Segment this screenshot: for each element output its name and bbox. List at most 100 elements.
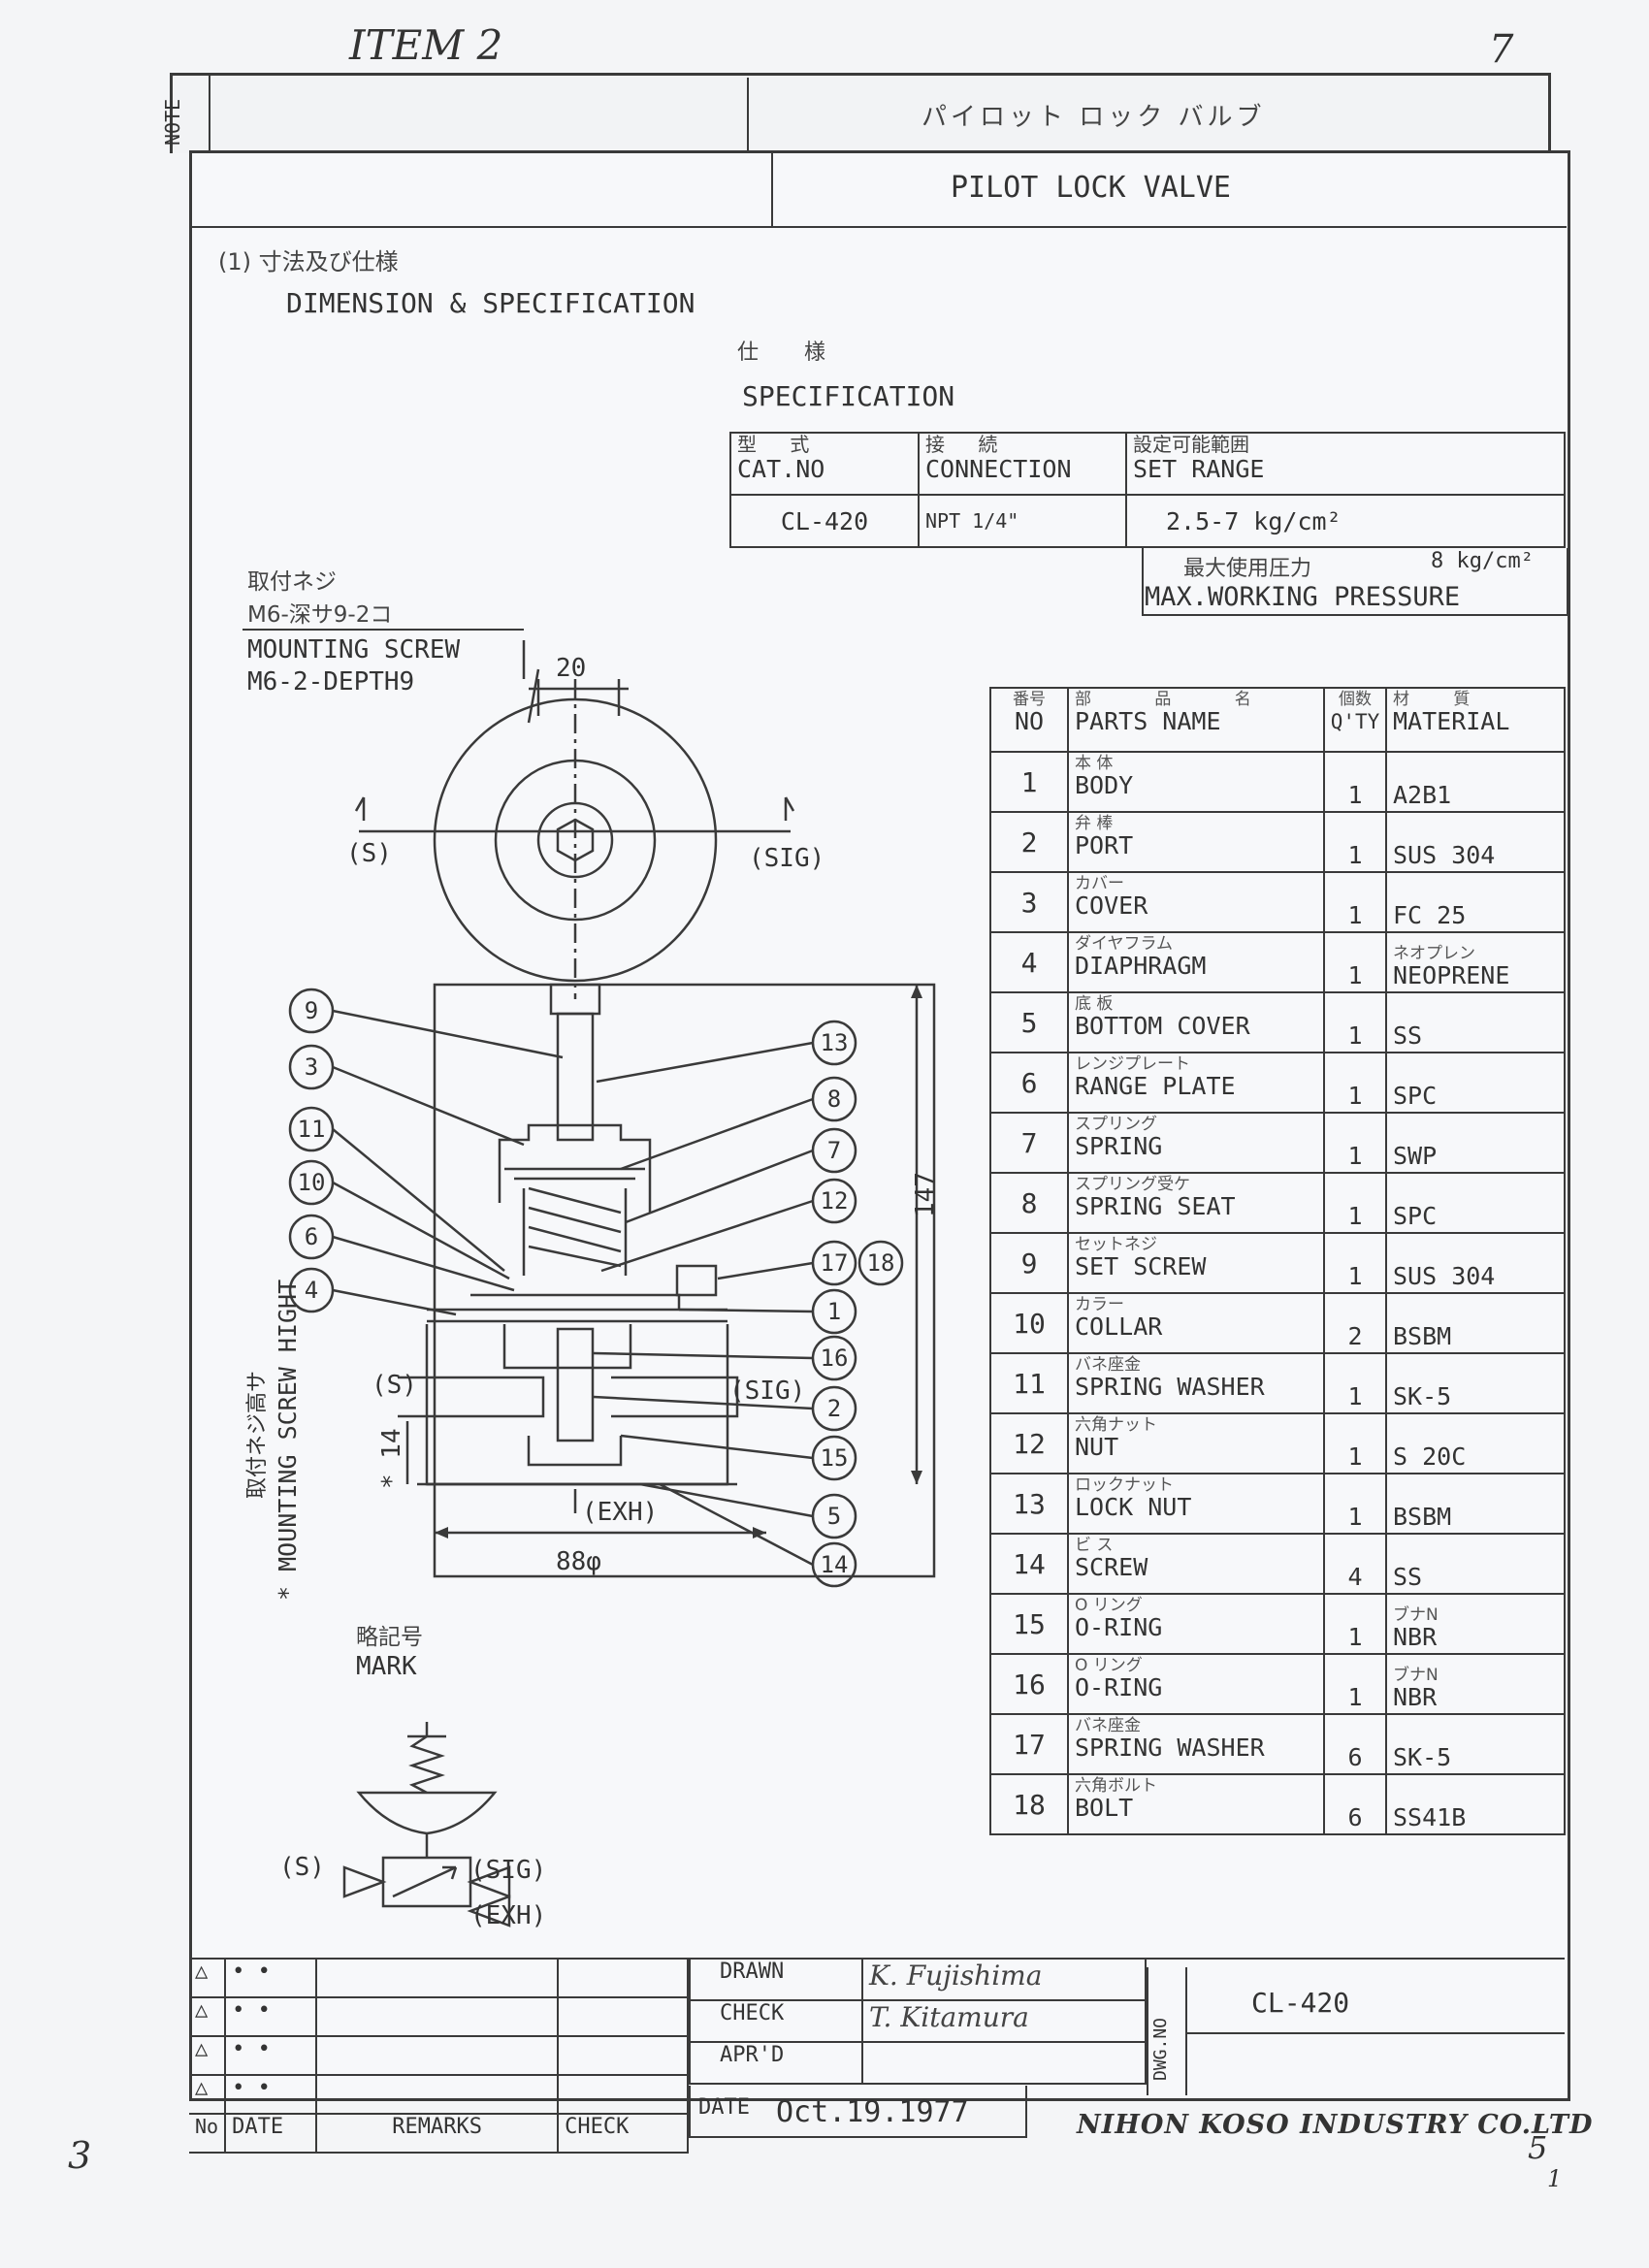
part-material-cell: SPC bbox=[1385, 1172, 1566, 1234]
part-no: 11 bbox=[989, 1352, 1069, 1414]
part-material: NBR bbox=[1393, 1683, 1438, 1711]
rev-remarks bbox=[315, 1996, 560, 2037]
rev-remarks bbox=[315, 2074, 560, 2115]
company-name: NIHON KOSO INDUSTRY CO.LTD bbox=[1077, 2110, 1594, 2140]
part-name-jp: カバー bbox=[1075, 874, 1124, 893]
date-label: DATE bbox=[698, 2095, 750, 2120]
part-qty: 4 bbox=[1323, 1533, 1387, 1595]
part-material: SK-5 bbox=[1393, 1382, 1452, 1410]
rev-check bbox=[557, 1996, 689, 2037]
part-name: SET SCREW bbox=[1075, 1252, 1207, 1280]
part-name-jp: ダイヤフラム bbox=[1075, 934, 1173, 954]
part-name-jp: 底 板 bbox=[1075, 994, 1114, 1014]
part-material: FC 25 bbox=[1393, 901, 1467, 929]
part-name: SPRING WASHER bbox=[1075, 1733, 1265, 1762]
part-qty: 1 bbox=[1323, 871, 1387, 933]
part-qty: 1 bbox=[1323, 991, 1387, 1053]
part-name-jp: スプリング bbox=[1075, 1115, 1157, 1134]
spec-header-set-range: 設定可能範囲 SET RANGE bbox=[1125, 432, 1566, 496]
spec-set-range-value: 2.5-7 kg/cm² bbox=[1125, 494, 1566, 548]
spec-header-connection-en: CONNECTION bbox=[925, 455, 1072, 483]
part-qty: 1 bbox=[1323, 931, 1387, 993]
part-material: NBR bbox=[1393, 1623, 1438, 1651]
spec-header-catno-jp: 型 式 bbox=[737, 433, 824, 456]
rev-col-check: CHECK bbox=[557, 2113, 689, 2154]
part-material-cell: SUS 304 bbox=[1385, 1232, 1566, 1294]
part-name: O-RING bbox=[1075, 1613, 1163, 1641]
part-no: 16 bbox=[989, 1653, 1069, 1715]
part-name: COVER bbox=[1075, 891, 1148, 920]
part-name: SCREW bbox=[1075, 1553, 1148, 1581]
part-name: SPRING SEAT bbox=[1075, 1192, 1236, 1220]
part-qty: 1 bbox=[1323, 1352, 1387, 1414]
drawn-signature-cell: K. Fujishima bbox=[861, 1958, 1147, 2001]
revision-row: △• • bbox=[189, 1958, 689, 1998]
parts-header-name-jp: 部 品 名 bbox=[1075, 690, 1280, 709]
revision-row: △• • bbox=[189, 2035, 689, 2076]
drawn-signature: K. Fujishima bbox=[869, 1960, 1043, 1992]
part-qty: 1 bbox=[1323, 1412, 1387, 1474]
part-no: 3 bbox=[989, 871, 1069, 933]
max-pressure-jp: 最大使用圧力 bbox=[1183, 557, 1312, 581]
part-material-cell: A2B1 bbox=[1385, 751, 1566, 813]
part-material-cell: BSBM bbox=[1385, 1292, 1566, 1354]
part-name: SPRING bbox=[1075, 1132, 1163, 1160]
part-name-jp: 六角ナット bbox=[1075, 1415, 1157, 1435]
part-qty: 1 bbox=[1323, 1172, 1387, 1234]
part-name: BOTTOM COVER bbox=[1075, 1012, 1250, 1040]
part-material: A2B1 bbox=[1393, 781, 1452, 809]
part-material-cell: S 20C bbox=[1385, 1412, 1566, 1474]
part-no: 2 bbox=[989, 811, 1069, 873]
mark-port-exh: (EXH) bbox=[470, 1901, 547, 1930]
spec-header-catno-en: CAT.NO bbox=[737, 455, 825, 483]
part-material-cell: FC 25 bbox=[1385, 871, 1566, 933]
part-material-cell: SUS 304 bbox=[1385, 811, 1566, 873]
dwg-no-label-box bbox=[1147, 1967, 1187, 2095]
rev-mark: △ bbox=[189, 2074, 227, 2115]
drawn-label: DRAWN bbox=[689, 1958, 863, 2001]
revision-row: △• • bbox=[189, 2074, 689, 2115]
part-no: 8 bbox=[989, 1172, 1069, 1234]
dwg-no-divider bbox=[1185, 2032, 1565, 2034]
back-sheet-header bbox=[170, 73, 1551, 153]
rev-date: • • bbox=[224, 2074, 318, 2115]
rev-mark: △ bbox=[189, 1996, 227, 2037]
part-qty: 6 bbox=[1323, 1773, 1387, 1835]
part-name: O-RING bbox=[1075, 1673, 1163, 1701]
part-no: 18 bbox=[989, 1773, 1069, 1835]
section-heading: DIMENSION & SPECIFICATION bbox=[286, 287, 695, 319]
part-name: BODY bbox=[1075, 771, 1134, 799]
rev-check bbox=[557, 2035, 689, 2076]
part-material: SPC bbox=[1393, 1202, 1438, 1230]
part-no: 15 bbox=[989, 1593, 1069, 1655]
note-side-label: NOTE bbox=[161, 98, 184, 146]
parts-header-no-jp: 番号 bbox=[1013, 690, 1046, 709]
handwritten-item-note: ITEM 2 bbox=[349, 21, 503, 69]
check-label: CHECK bbox=[689, 1999, 863, 2043]
part-qty: 1 bbox=[1323, 751, 1387, 813]
part-material: SS bbox=[1393, 1021, 1423, 1050]
part-material-jp: ブナN bbox=[1393, 1605, 1439, 1625]
